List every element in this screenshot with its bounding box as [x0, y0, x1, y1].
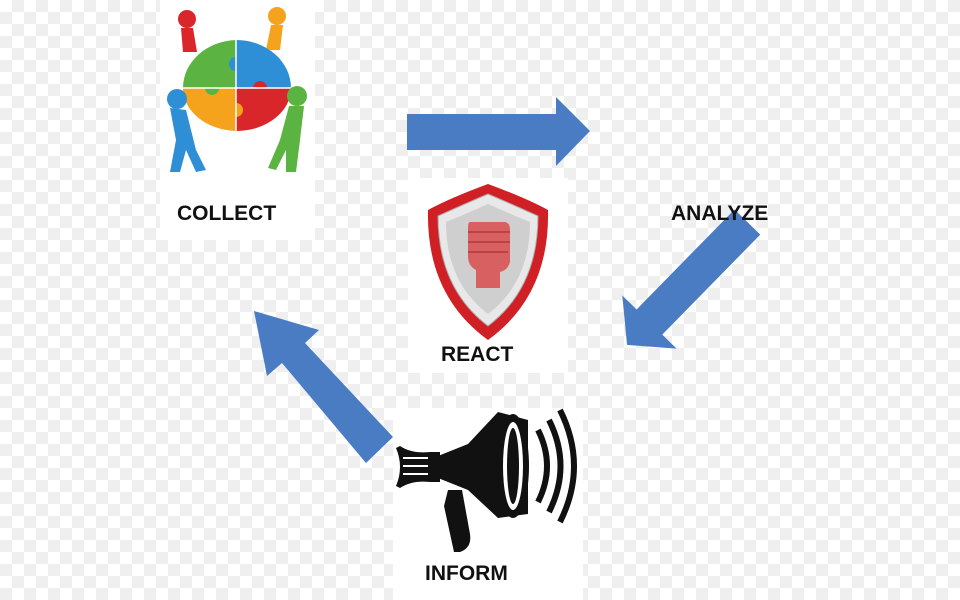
- megaphone-icon: [396, 408, 577, 552]
- orange-figure: [266, 7, 286, 50]
- arrow-collect-to-analyze: [407, 97, 590, 166]
- analyze-label: ANALYZE: [671, 202, 769, 225]
- arrow-analyze-to-inform: [622, 209, 761, 349]
- collect-label: COLLECT: [177, 202, 277, 225]
- arrow-inform-to-collect: [254, 311, 393, 463]
- inform-label: INFORM: [425, 562, 508, 585]
- blue-figure: [167, 89, 206, 172]
- puzzle-team-icon: [167, 7, 307, 172]
- react-label: REACT: [441, 343, 514, 366]
- green-figure: [268, 86, 307, 172]
- red-figure: [178, 10, 197, 52]
- shield-fist-icon: [427, 184, 549, 340]
